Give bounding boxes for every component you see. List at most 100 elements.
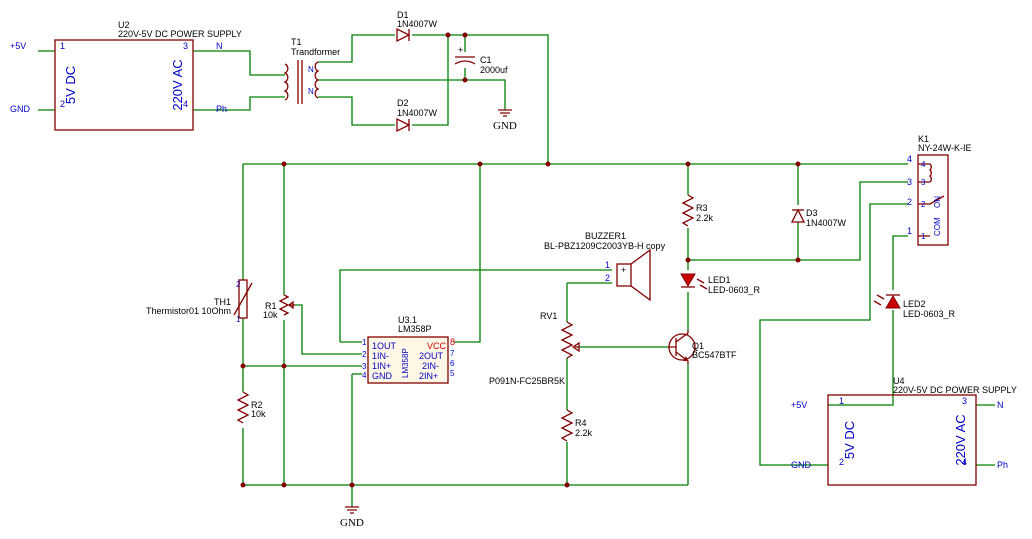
u3-pin-vcc: VCC xyxy=(427,341,447,351)
diode-d1[interactable]: D1 1N4007W xyxy=(396,10,438,43)
d2-ref: D2 xyxy=(397,98,409,108)
buzzer-pin-2: 2 xyxy=(605,273,610,283)
capacitor-c1[interactable]: + C1 2000uf xyxy=(454,45,508,75)
t1-n-top: N xyxy=(308,65,314,74)
junction-dot xyxy=(477,161,483,167)
led1-ref: LED1 xyxy=(708,275,731,285)
t1-n-bottom: N xyxy=(308,87,314,96)
k1-on-label: ON xyxy=(933,196,942,208)
u2-pin-3: 3 xyxy=(183,41,188,51)
u4-net-n: N xyxy=(997,400,1004,410)
junction-dot xyxy=(795,161,801,167)
th1-pin-2: 2 xyxy=(236,280,241,289)
transistor-q1[interactable]: Q1 BC547BTF xyxy=(668,330,737,364)
potentiometer-rv1[interactable]: RV1 P091N-FC25BR5K xyxy=(489,311,580,386)
u3-num-3: 3 xyxy=(362,362,367,371)
relay-k1[interactable]: K1 NY-24W-K-IE 4 3 2 1 4 3 2 1 COM ON xyxy=(907,134,972,246)
r1-value: 10k xyxy=(263,310,278,320)
u2-net-plus5v: +5V xyxy=(10,41,26,51)
k1-inner-1: 1 xyxy=(921,232,926,241)
junction-dot xyxy=(564,482,570,488)
u4-pin-3: 3 xyxy=(962,396,967,406)
gnd-symbol-top: GND xyxy=(493,109,517,132)
diode-d3[interactable]: D3 1N4007W xyxy=(790,208,847,228)
resistor-r4[interactable]: R4 2.2k xyxy=(560,409,593,442)
k1-pin-1: 1 xyxy=(907,226,912,236)
th1-ref: TH1 xyxy=(214,297,231,307)
u2-pin-1: 1 xyxy=(60,41,65,51)
r1-ref: R1 xyxy=(265,301,277,311)
u2-left-label: 5V DC xyxy=(63,66,78,104)
led2[interactable]: LED2 LED-0603_R xyxy=(873,294,956,319)
r3-value: 2.2k xyxy=(696,213,714,223)
u4-value: 220V-5V DC POWER SUPPLY xyxy=(893,385,1017,395)
k1-inner-3: 3 xyxy=(921,178,926,187)
power-supply-u2[interactable]: U2 220V-5V DC POWER SUPPLY 5V DC 220V AC… xyxy=(10,20,242,131)
junction-dot xyxy=(462,32,468,38)
junction-dot xyxy=(281,161,287,167)
potentiometer-r1[interactable]: R1 10k xyxy=(263,294,295,320)
d1-ref: D1 xyxy=(397,10,409,20)
gnd-label-bottom: GND xyxy=(340,517,364,529)
t1-value: Trandformer xyxy=(291,47,340,57)
u3-pin-2out: 2OUT xyxy=(419,351,444,361)
resistor-r2[interactable]: R2 10k xyxy=(236,391,266,424)
k1-com-label: COM xyxy=(933,217,942,236)
k1-inner-4: 4 xyxy=(921,160,926,169)
u3-num-5: 5 xyxy=(450,369,455,378)
buzzer[interactable]: BUZZER1 BL-PBZ1209C2003YB-H copy 1 2 + xyxy=(544,231,666,302)
thermistor-th1[interactable]: 2 1 TH1 Thermistor01 10Ohm xyxy=(146,279,253,324)
transformer-t1[interactable]: T1 Trandformer N N xyxy=(283,37,340,104)
resistor-r3[interactable]: R3 2.2k xyxy=(681,194,714,227)
c1-plus: + xyxy=(458,45,463,55)
led1-value: LED-0603_R xyxy=(708,285,761,295)
u4-net-plus5v: +5V xyxy=(791,400,807,410)
u3-pin-2inminus: 2IN- xyxy=(422,361,439,371)
d3-value: 1N4007W xyxy=(806,218,847,228)
buzzer-plus: + xyxy=(621,265,626,275)
junction-dot xyxy=(685,257,691,263)
power-supply-u4[interactable]: U4 220V-5V DC POWER SUPPLY 5V DC 220V AC… xyxy=(791,376,1017,486)
u4-right-label: 220V AC xyxy=(953,414,968,465)
u3-pin-1inplus: 1IN+ xyxy=(372,361,391,371)
junction-dot xyxy=(240,482,246,488)
k1-value: NY-24W-K-IE xyxy=(918,143,972,153)
u2-pin-2: 2 xyxy=(60,99,65,109)
r4-ref: R4 xyxy=(575,418,587,428)
th1-pin-1: 1 xyxy=(236,315,241,324)
u4-pin-2: 2 xyxy=(839,457,844,467)
diode-d2[interactable]: D2 1N4007W xyxy=(396,98,438,133)
u3-num-1: 1 xyxy=(362,338,367,347)
junction-dot xyxy=(281,363,287,369)
u2-value: 220V-5V DC POWER SUPPLY xyxy=(118,29,242,39)
u2-net-n: N xyxy=(216,41,223,51)
k1-pin-3: 3 xyxy=(907,177,912,187)
k1-ref: K1 xyxy=(918,134,929,144)
rv1-value: P091N-FC25BR5K xyxy=(489,376,565,386)
u3-pin-1out: 1OUT xyxy=(372,341,397,351)
t1-ref: T1 xyxy=(291,37,302,47)
junction-dot xyxy=(462,77,468,83)
junction-dot xyxy=(281,482,287,488)
opamp-u3[interactable]: U3.1 LM358P LM358P 1OUT 1IN- 1IN+ GND VC… xyxy=(362,315,455,384)
d1-value: 1N4007W xyxy=(397,19,438,29)
u4-pin-4: 4 xyxy=(962,457,967,467)
u3-num-8: 8 xyxy=(450,337,455,347)
u3-ref: U3.1 xyxy=(398,315,417,325)
th1-value: Thermistor01 10Ohm xyxy=(146,306,231,316)
u4-ref: U4 xyxy=(893,376,905,386)
led1[interactable]: LED1 LED-0603_R xyxy=(680,273,761,295)
u2-ref: U2 xyxy=(118,20,130,30)
q1-ref: Q1 xyxy=(692,341,704,351)
u2-right-label: 220V AC xyxy=(170,59,185,110)
d3-ref: D3 xyxy=(806,208,818,218)
buzzer-ref: BUZZER1 xyxy=(585,231,626,241)
u3-value: LM358P xyxy=(398,324,432,334)
c1-ref: C1 xyxy=(480,55,492,65)
u2-net-ph: Ph xyxy=(216,104,227,114)
r2-value: 10k xyxy=(251,409,266,419)
u4-pin-1: 1 xyxy=(839,396,844,406)
u4-left-label: 5V DC xyxy=(842,421,857,459)
gnd-symbol-bottom: GND xyxy=(340,506,364,529)
